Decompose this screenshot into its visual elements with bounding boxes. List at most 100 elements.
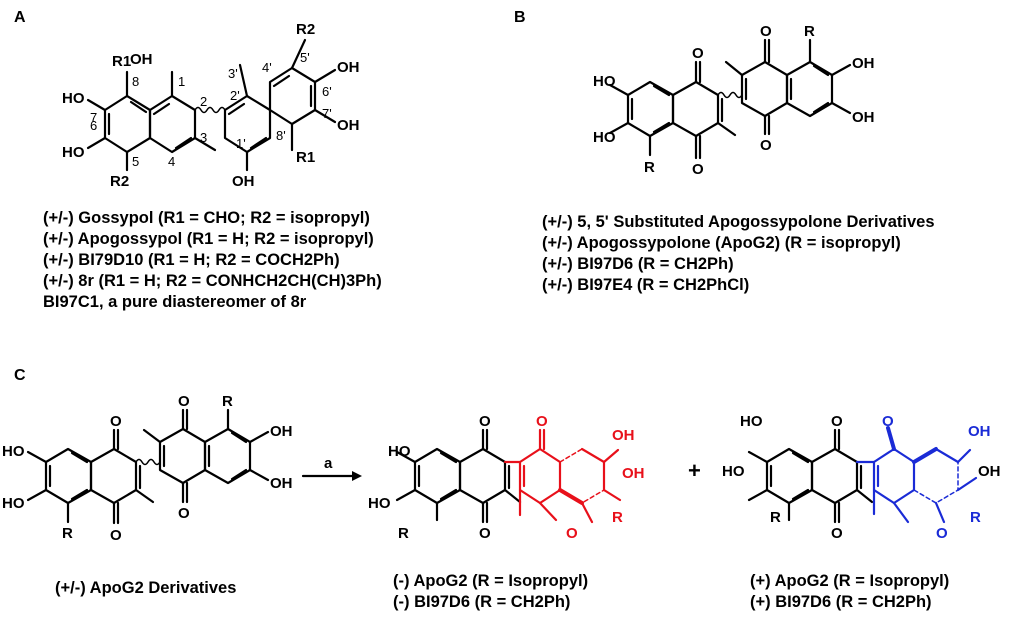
atom-oh-1: OH bbox=[130, 51, 153, 68]
atom-b-o-4: O bbox=[760, 137, 772, 154]
caption-b-line-3: (+/-) BI97D6 (R = CH2Ph) bbox=[542, 255, 734, 273]
atom-m-o-2: O bbox=[479, 525, 491, 542]
atom-p-ho-2: HO bbox=[722, 463, 745, 480]
pos-2: 2 bbox=[200, 94, 207, 109]
pos-1: 1 bbox=[178, 74, 185, 89]
atom-m-o-1: O bbox=[479, 413, 491, 430]
pos-7p: 7' bbox=[322, 106, 332, 121]
atom-m-oh-1: OH bbox=[612, 427, 635, 444]
caption-c-mid: (-) ApoG2 (R = Isopropyl) (-) BI97D6 (R … bbox=[393, 571, 588, 613]
pos-8p: 8' bbox=[276, 128, 286, 143]
atom-m-o-4: O bbox=[566, 525, 578, 542]
pos-7: 7 bbox=[90, 110, 97, 125]
ring-b-1 bbox=[626, 80, 675, 138]
atom-m-oh-2: OH bbox=[622, 465, 645, 482]
minus-enantiomer-structure: HO HO O O R O O OH OH R bbox=[368, 413, 645, 542]
atom-b-r-1: R bbox=[644, 159, 655, 176]
ring-c-2 bbox=[89, 447, 138, 505]
panel-label-c: C bbox=[14, 367, 26, 384]
atom-ho-7: HO bbox=[62, 90, 85, 107]
atom-b-oh-1: OH bbox=[852, 55, 875, 72]
pos-2p: 2' bbox=[230, 88, 240, 103]
atom-c-ho-2: HO bbox=[2, 495, 25, 512]
gossypol-structure: OH HO HO R1 R2 OH R1 R2 OH OH 1 2 3 4 5 … bbox=[62, 21, 360, 190]
atom-b-o-2: O bbox=[692, 161, 704, 178]
atom-r1-right: R1 bbox=[296, 149, 315, 166]
pos-6: 6 bbox=[90, 118, 97, 133]
atom-p-r-1: R bbox=[770, 509, 781, 526]
ring-a-left-outer bbox=[103, 94, 152, 154]
atom-p-r-2: R bbox=[970, 509, 981, 526]
panel-label-a: A bbox=[14, 9, 26, 26]
atom-p-o-1: O bbox=[831, 413, 843, 430]
caption-c-right-line-2: (+) BI97D6 (R = CH2Ph) bbox=[750, 593, 932, 611]
atom-p-oh-1: OH bbox=[968, 423, 991, 440]
atom-c-oh-2: OH bbox=[270, 475, 293, 492]
ring-c-1 bbox=[44, 447, 93, 505]
ring-c-4 bbox=[203, 427, 252, 485]
pos-8: 8 bbox=[132, 74, 139, 89]
atom-p-o-2: O bbox=[831, 525, 843, 542]
caption-a: (+/-) Gossypol (R1 = CHO; R2 = isopropyl… bbox=[43, 208, 382, 313]
atom-p-o-3: O bbox=[882, 413, 894, 430]
red-ring-1 bbox=[518, 447, 562, 505]
atom-p-ho-1: HO bbox=[740, 413, 763, 430]
atom-m-ho-2: HO bbox=[368, 495, 391, 512]
atom-b-r-2: R bbox=[804, 23, 815, 40]
atom-c-o-1: O bbox=[110, 413, 122, 430]
plus-enantiomer-structure: HO HO O O R O O OH OH R bbox=[722, 413, 1001, 542]
atom-c-o-2: O bbox=[110, 527, 122, 544]
atom-c-ho-1: HO bbox=[2, 443, 25, 460]
caption-b-line-2: (+/-) Apogossypolone (ApoG2) (R = isopro… bbox=[542, 234, 901, 252]
pos-3: 3 bbox=[200, 130, 207, 145]
ring-c-3 bbox=[158, 427, 207, 485]
racemate-structure: HO HO O O R O O R OH OH bbox=[2, 393, 293, 544]
caption-c-left-line: (+/-) ApoG2 Derivatives bbox=[55, 579, 237, 597]
plus-sign: + bbox=[688, 458, 701, 483]
atom-m-r-1: R bbox=[398, 525, 409, 542]
ring-a-left-inner bbox=[148, 94, 197, 154]
atom-b-ho-1: HO bbox=[593, 73, 616, 90]
panel-label-b: B bbox=[514, 9, 526, 26]
ring-a-right-inner bbox=[223, 94, 272, 154]
pos-1p: 1' bbox=[236, 136, 246, 151]
atom-oh-7p: OH bbox=[337, 117, 360, 134]
blue-ring-1 bbox=[872, 447, 916, 505]
pos-5p: 5' bbox=[300, 50, 310, 65]
atom-b-ho-2: HO bbox=[593, 129, 616, 146]
atom-c-r-2: R bbox=[222, 393, 233, 410]
caption-a-line-4: (+/-) 8r (R1 = H; R2 = CONHCH2CH(CH)3Ph) bbox=[43, 272, 382, 290]
caption-c-right: (+) ApoG2 (R = Isopropyl) (+) BI97D6 (R … bbox=[750, 571, 949, 613]
atom-c-o-3: O bbox=[178, 393, 190, 410]
atom-m-o-3: O bbox=[536, 413, 548, 430]
arrow-label: a bbox=[324, 455, 333, 472]
pos-6p: 6' bbox=[322, 84, 332, 99]
ring-a-right-outer bbox=[268, 66, 317, 126]
atom-p-oh-2: OH bbox=[978, 463, 1001, 480]
atom-m-ho-1: HO bbox=[388, 443, 411, 460]
caption-c-right-line-1: (+) ApoG2 (R = Isopropyl) bbox=[750, 572, 950, 590]
pos-4: 4 bbox=[168, 154, 175, 169]
caption-a-line-3: (+/-) BI79D10 (R1 = H; R2 = COCH2Ph) bbox=[43, 251, 340, 269]
atom-b-o-3: O bbox=[760, 23, 772, 40]
caption-c-left: (+/-) ApoG2 Derivatives bbox=[55, 578, 236, 599]
ring-b-2 bbox=[671, 80, 720, 138]
atom-r2-right: R2 bbox=[296, 21, 315, 38]
atom-m-r-2: R bbox=[612, 509, 623, 526]
atom-c-r-1: R bbox=[62, 525, 73, 542]
biaryl-bond-a bbox=[194, 106, 226, 114]
caption-b-line-4: (+/-) BI97E4 (R = CH2PhCl) bbox=[542, 276, 750, 294]
atom-r1-left: R1 bbox=[112, 53, 131, 70]
atom-c-oh-1: OH bbox=[270, 423, 293, 440]
atom-oh-1p: OH bbox=[232, 173, 255, 190]
caption-a-line-5: BI97C1, a pure diastereomer of 8r bbox=[43, 293, 307, 311]
caption-a-line-1: (+/-) Gossypol (R1 = CHO; R2 = isopropyl… bbox=[43, 209, 370, 227]
caption-a-line-2: (+/-) Apogossypol (R1 = H; R2 = isopropy… bbox=[43, 230, 374, 248]
pos-3p: 3' bbox=[228, 66, 238, 81]
ring-b-3 bbox=[740, 60, 789, 118]
atom-r2-left: R2 bbox=[110, 173, 129, 190]
atom-p-o-4: O bbox=[936, 525, 948, 542]
atom-ho-6: HO bbox=[62, 144, 85, 161]
